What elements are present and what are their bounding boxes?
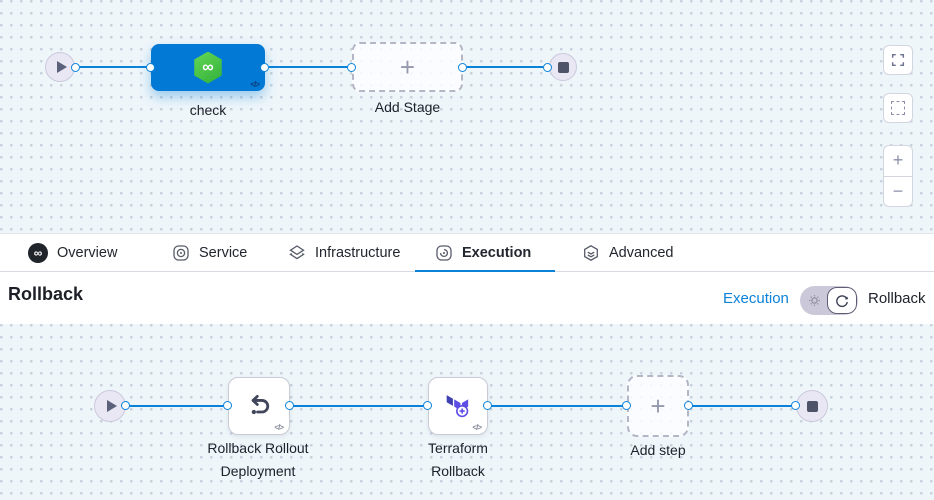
add-step-label: Add step xyxy=(630,442,686,458)
fullscreen-button[interactable] xyxy=(883,45,913,75)
node-port[interactable] xyxy=(423,401,432,410)
step-node-rollback-rollout[interactable]: </> xyxy=(228,377,290,435)
node-port[interactable] xyxy=(121,401,130,410)
tab-advanced[interactable]: Advanced xyxy=(582,234,674,272)
node-port[interactable] xyxy=(146,63,155,72)
plus-icon: + xyxy=(399,52,416,82)
toggle-knob[interactable] xyxy=(827,287,857,314)
edge-connector xyxy=(467,66,543,68)
edge-connector xyxy=(269,66,349,68)
zoom-controls: + − xyxy=(883,145,913,207)
pipeline-start-node[interactable] xyxy=(45,52,75,82)
step-label: Terraform Rollback xyxy=(398,437,518,483)
step-label: Rollback Rollout Deployment xyxy=(177,437,339,483)
fullscreen-icon xyxy=(891,53,905,67)
step-label-line2: Deployment xyxy=(220,463,296,479)
node-port[interactable] xyxy=(543,63,552,72)
zoom-in-button[interactable]: + xyxy=(884,146,912,177)
tab-label: Infrastructure xyxy=(315,245,401,261)
harness-cd-icon: ∞ xyxy=(194,51,222,84)
marquee-icon xyxy=(891,101,905,115)
selection-mode-button[interactable] xyxy=(883,93,913,123)
page-title: Rollback xyxy=(8,284,84,304)
tab-label: Advanced xyxy=(609,245,674,261)
tab-overview[interactable]: ∞ Overview xyxy=(28,234,117,272)
edge-connector xyxy=(80,66,148,68)
tab-execution[interactable]: Execution xyxy=(435,234,531,272)
add-stage-label: Add Stage xyxy=(374,99,441,115)
code-icon[interactable]: </> xyxy=(472,423,482,432)
node-port[interactable] xyxy=(260,63,269,72)
node-port[interactable] xyxy=(483,401,492,410)
harness-logo-icon: ∞ xyxy=(28,243,48,263)
node-port[interactable] xyxy=(71,63,80,72)
edge-connector xyxy=(489,405,623,407)
node-port[interactable] xyxy=(347,63,356,72)
tab-service[interactable]: Service xyxy=(172,234,247,272)
service-icon xyxy=(173,245,189,261)
tab-infrastructure[interactable]: Infrastructure xyxy=(288,234,400,272)
stop-icon xyxy=(806,400,818,412)
add-step-button[interactable]: + xyxy=(627,375,689,437)
execution-link[interactable]: Execution xyxy=(723,290,789,307)
edge-connector xyxy=(690,405,792,407)
stage-node-check[interactable]: ∞ </> xyxy=(151,44,265,91)
node-port[interactable] xyxy=(684,401,693,410)
pipeline-end-node[interactable] xyxy=(549,53,577,81)
stage-label: check xyxy=(189,102,227,118)
undo-arrow-icon xyxy=(251,394,270,415)
execution-canvas[interactable]: </> Rollback Rollout Deployment </> Terr… xyxy=(0,324,934,500)
rollback-icon xyxy=(836,294,849,307)
step-label-line1: Rollback Rollout xyxy=(207,440,309,456)
step-label-line1: Terraform xyxy=(428,440,488,456)
plus-icon: + xyxy=(650,391,666,421)
stage-canvas[interactable]: ∞ </> check + Add Stage + − xyxy=(0,0,934,233)
node-port[interactable] xyxy=(458,63,467,72)
stop-icon xyxy=(557,61,569,73)
advanced-icon xyxy=(584,245,598,261)
node-port[interactable] xyxy=(223,401,232,410)
code-icon[interactable]: </> xyxy=(250,80,260,89)
add-stage-button[interactable]: + xyxy=(352,42,463,92)
node-port[interactable] xyxy=(622,401,631,410)
edge-connector xyxy=(290,405,424,407)
node-port[interactable] xyxy=(791,401,800,410)
zoom-out-button[interactable]: − xyxy=(892,180,904,201)
infrastructure-icon xyxy=(289,245,305,260)
rollback-section-header: Rollback Execution Rollback xyxy=(0,272,934,324)
edge-connector xyxy=(127,405,224,407)
step-label-line2: Rollback xyxy=(431,463,485,479)
execution-rollback-toggle[interactable] xyxy=(800,286,858,315)
step-node-terraform-rollback[interactable]: </> xyxy=(428,377,488,435)
pipeline-tabs: ∞ Overview Service Infrastructure Execut… xyxy=(0,233,934,273)
tab-label: Execution xyxy=(462,245,532,261)
node-port[interactable] xyxy=(285,401,294,410)
code-icon[interactable]: </> xyxy=(274,423,284,432)
execution-gear-icon xyxy=(809,295,820,306)
terraform-icon xyxy=(446,395,469,418)
pipeline-end-node[interactable] xyxy=(796,390,828,422)
tab-label: Overview xyxy=(57,245,118,261)
play-icon xyxy=(57,61,67,73)
tab-label: Service xyxy=(199,245,248,261)
execution-icon xyxy=(436,245,452,261)
play-icon xyxy=(107,400,117,412)
active-tab-indicator xyxy=(415,270,555,273)
toggle-state-label: Rollback xyxy=(868,290,926,307)
